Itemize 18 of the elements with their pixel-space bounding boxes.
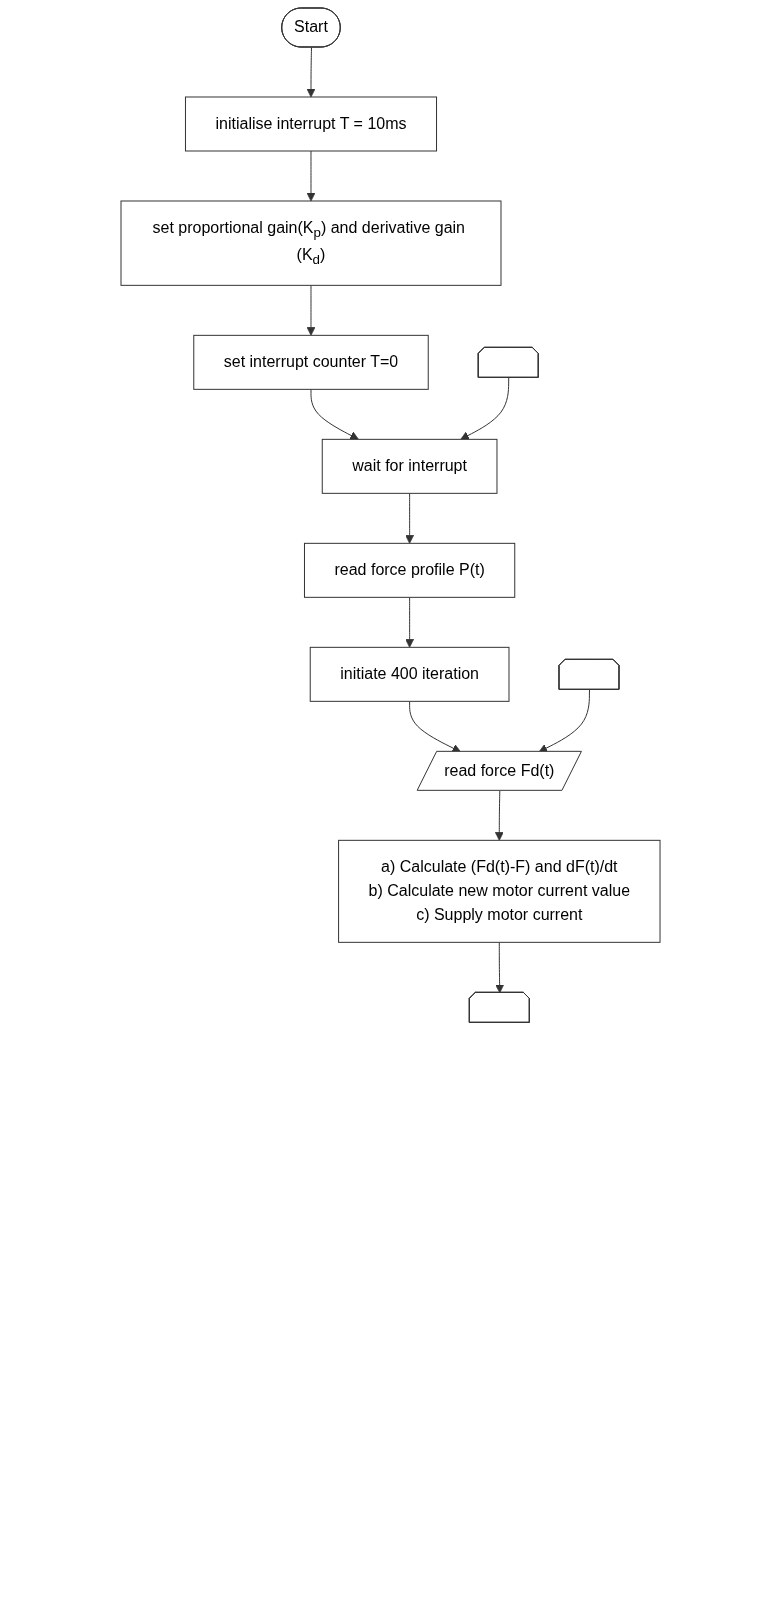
node-box: read force profile P(t) [303,542,516,598]
arrow [494,790,504,841]
arrow [460,377,510,440]
arrow [409,700,461,753]
arrow [306,47,316,98]
arrow [306,150,316,202]
arrow [495,941,505,994]
arrow [306,284,316,336]
node-box: initiate 400 iteration [309,646,510,702]
node-box: set interrupt counter T=0 [193,334,429,390]
arrow [405,596,414,648]
node-box: set proportional gain(K$_{p}$) and derivative gain (K$_{d}$) [120,200,502,286]
node-box: wait for interrupt [321,438,498,494]
arrow [538,689,590,753]
node-box: initialise interrupt T = 10ms [184,96,437,152]
node-box: a) Calculate (Fd(t)-F) and dF(t)/dt b) Calculate new motor current value c) Supply motor current [338,839,661,943]
arrow [310,388,359,440]
arrow [405,492,414,544]
